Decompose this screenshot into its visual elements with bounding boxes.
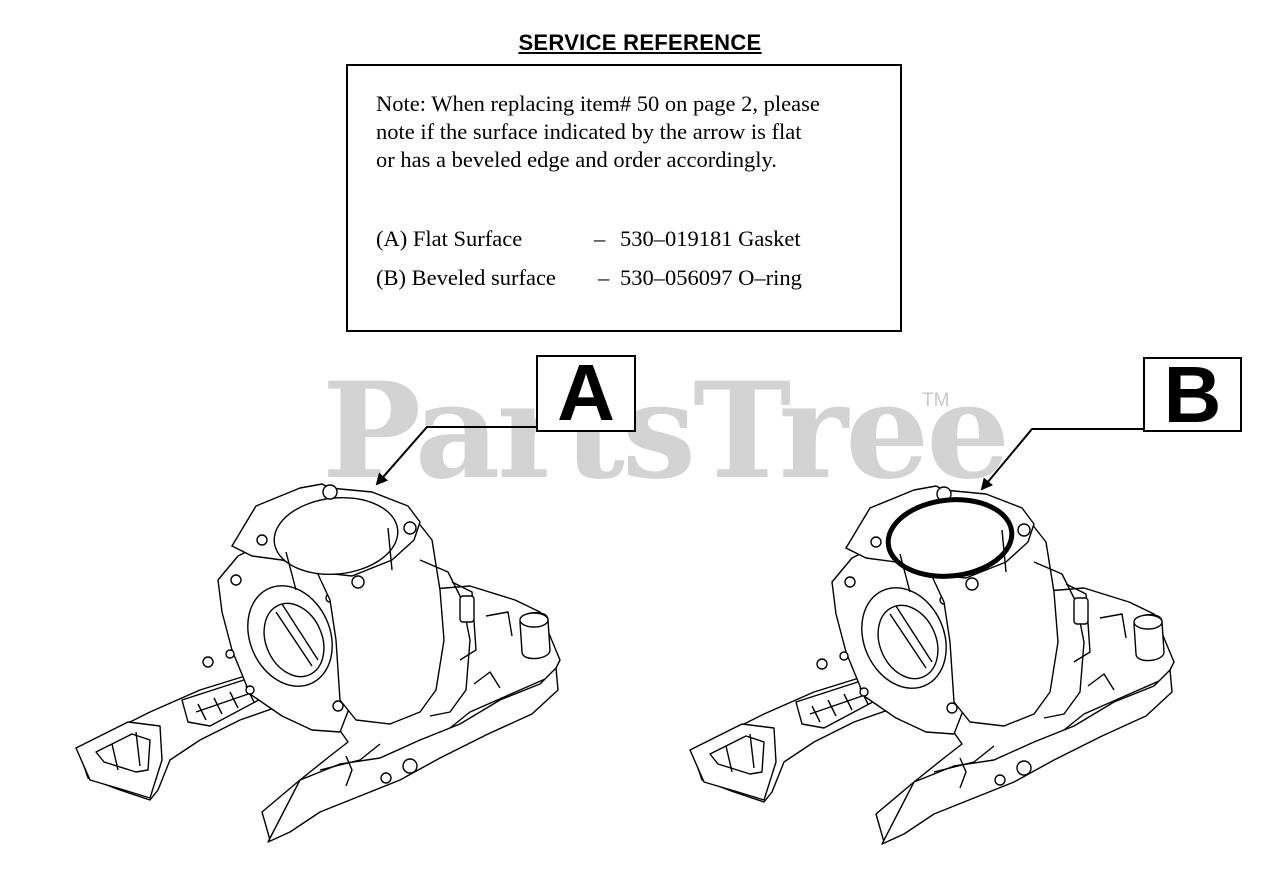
option-a-dash: – [594, 226, 606, 251]
service-reference-heading: SERVICE REFERENCE [518, 30, 762, 55]
partstree-watermark: PartsTree [322, 354, 1010, 509]
note-text: Note: When replacing item# 50 on page 2,… [376, 91, 820, 172]
service-note-box: Note: When replacing item# 50 on page 2,… [346, 64, 902, 332]
o-ring-outline [885, 497, 1015, 579]
option-a-part: 530–019181 Gasket [620, 226, 801, 251]
option-b-part: 530–056097 O–ring [620, 265, 802, 290]
housing-a-drawing [75, 483, 561, 843]
callout-label-b: B [1143, 355, 1242, 435]
option-b-dash: – [598, 265, 610, 290]
housing-b-drawing [689, 485, 1175, 845]
option-a-label: (A) Flat Surface [376, 226, 523, 251]
trademark-mark: TM [922, 390, 950, 411]
arrow-a [375, 426, 536, 486]
option-b-label: (B) Beveled surface [376, 265, 556, 290]
callout-label-a: A [536, 353, 636, 433]
arrow-b [980, 428, 1143, 491]
